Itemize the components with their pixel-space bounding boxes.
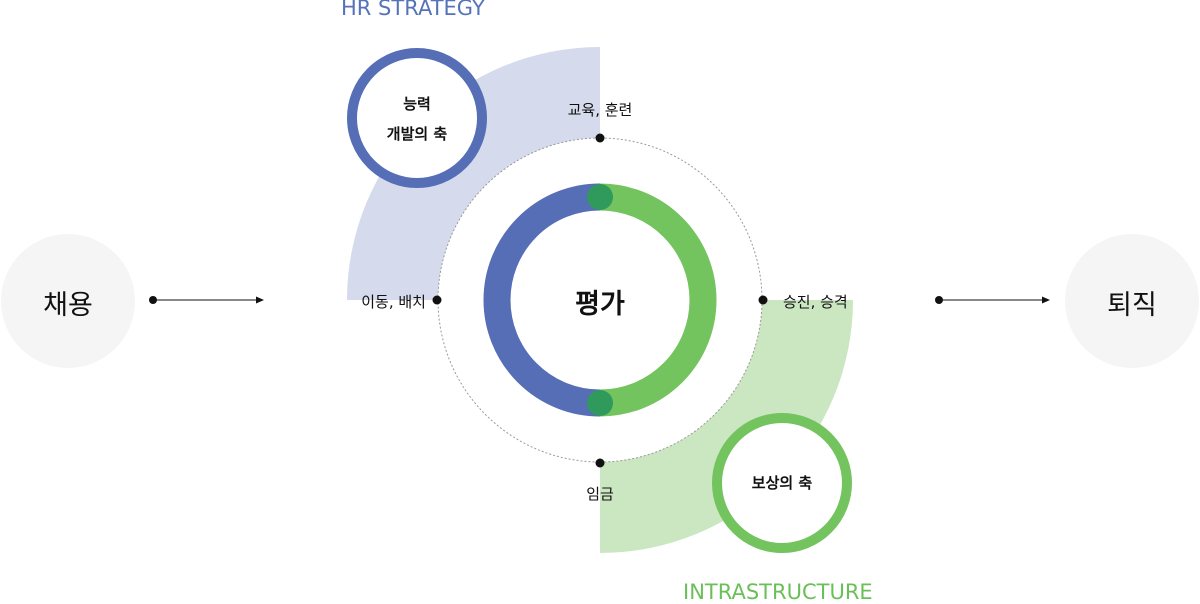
retire-circle bbox=[1065, 234, 1199, 368]
ring-overlap-bottom bbox=[587, 390, 613, 416]
compensation-axis-label: 보상의 축 bbox=[751, 474, 813, 492]
point-bottom-label: 임금 bbox=[586, 485, 614, 503]
capability-axis-circle bbox=[347, 48, 487, 188]
hr-strategy-title: HR STRATEGY bbox=[341, 0, 485, 20]
recruit-circle bbox=[1, 234, 135, 368]
point-top-dot bbox=[595, 133, 605, 143]
point-left-label: 이동, 배치 bbox=[361, 293, 426, 311]
recruit-label: 채용 bbox=[43, 290, 93, 321]
point-bottom-dot bbox=[595, 458, 605, 468]
arrow-left bbox=[149, 296, 264, 304]
compensation-axis-circle bbox=[712, 413, 852, 553]
point-right-label: 승진, 승격 bbox=[783, 293, 848, 311]
ring-green-half bbox=[599, 183, 717, 417]
capability-axis-line2: 개발의 축 bbox=[386, 125, 448, 143]
ring-blue-half bbox=[483, 183, 601, 417]
arrow-right bbox=[935, 296, 1050, 304]
point-right-dot bbox=[758, 295, 768, 305]
point-top-label: 교육, 훈련 bbox=[567, 101, 633, 119]
capability-axis-label: 능력 개발의 축 bbox=[367, 89, 467, 149]
infrastructure-title: INTRASTRUCTURE bbox=[683, 580, 873, 604]
ring-overlap-top bbox=[587, 184, 613, 210]
point-left-dot bbox=[432, 295, 442, 305]
capability-axis-line1: 능력 bbox=[403, 95, 431, 113]
center-label: 평가 bbox=[575, 289, 625, 320]
retire-label: 퇴직 bbox=[1107, 290, 1157, 321]
